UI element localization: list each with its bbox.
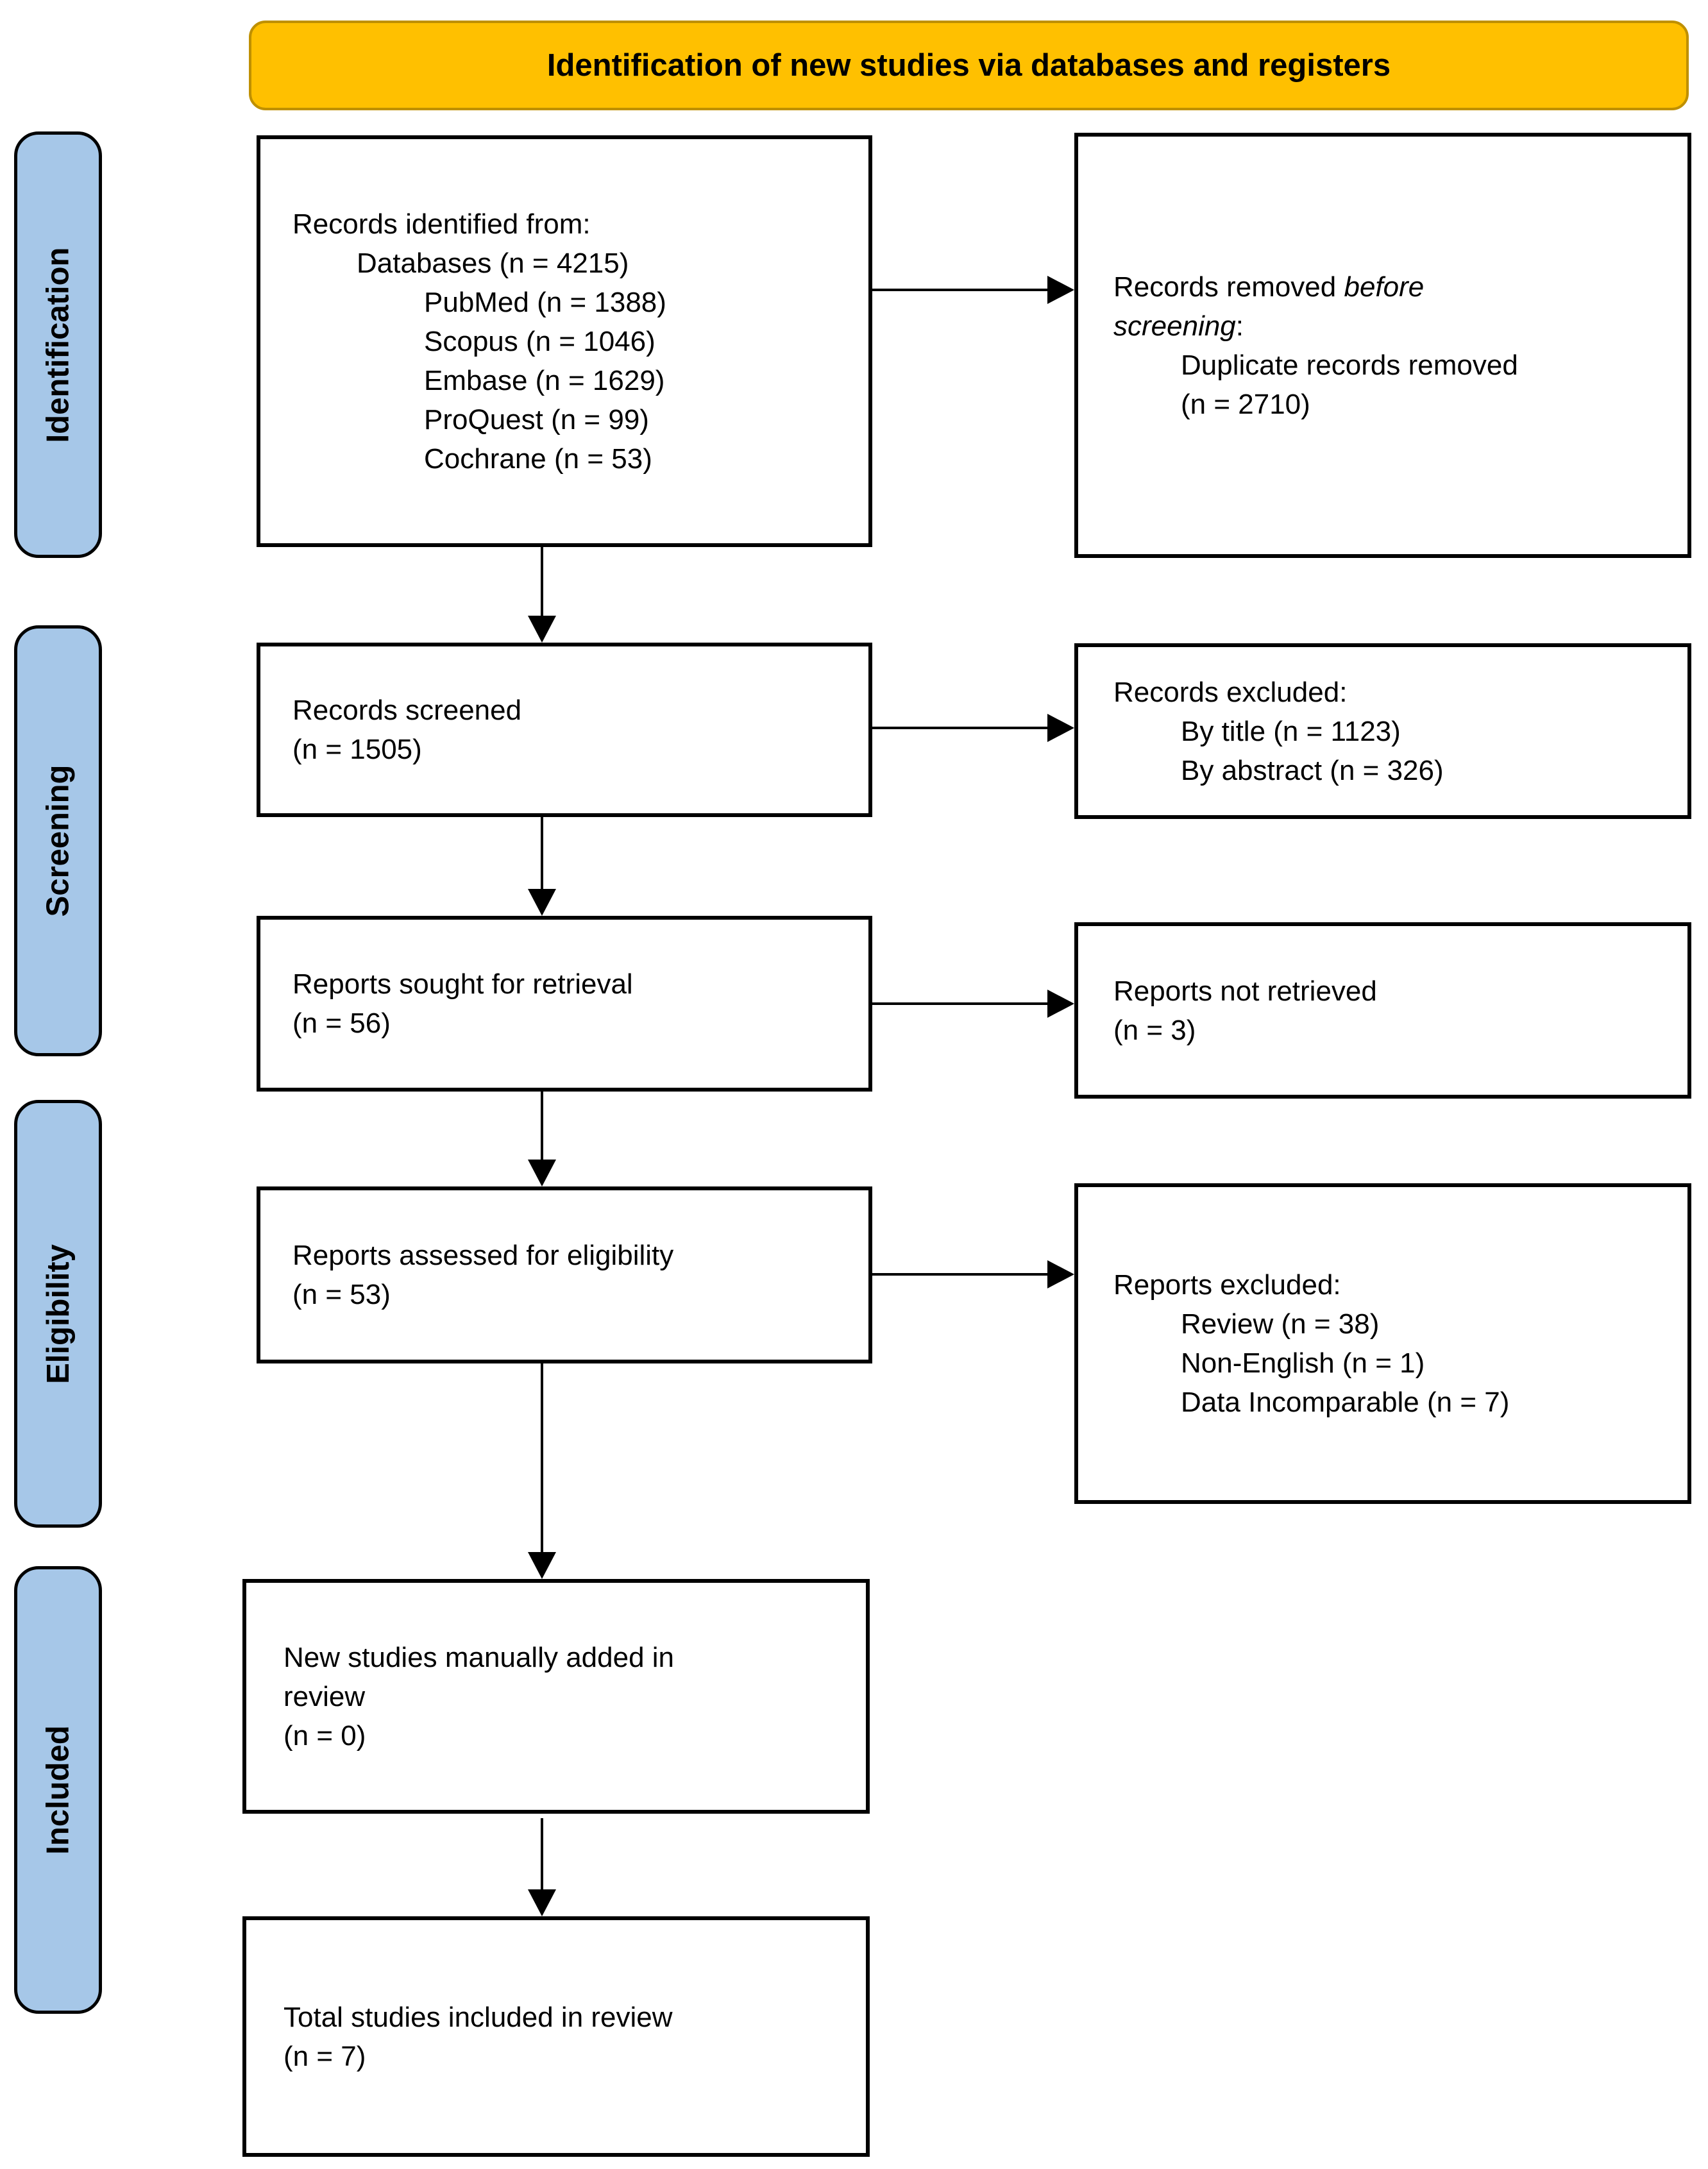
text-line: Non-English (n = 1): [1181, 1347, 1425, 1379]
text-line: Scopus (n = 1046): [424, 325, 655, 357]
text-line: Reports assessed for eligibility: [292, 1240, 674, 1271]
arrow-head-down-icon: [528, 616, 556, 643]
text-line: Review (n = 38): [1181, 1308, 1380, 1340]
flow-box-records-excluded: Records excluded: By title (n = 1123) By…: [1074, 643, 1691, 819]
arrow-line: [872, 289, 1051, 291]
flow-box-reports-excluded: Reports excluded: Review (n = 38) Non-En…: [1074, 1183, 1691, 1504]
text-line: review: [283, 1680, 366, 1712]
flow-box-reports-assessed: Reports assessed for eligibility (n = 53…: [257, 1186, 872, 1363]
arrow-head-right-icon: [1047, 990, 1074, 1018]
down-arrow-new-studies-to-total: [528, 1818, 556, 1916]
text-line: By abstract (n = 326): [1181, 754, 1444, 786]
text-line: (n = 3): [1113, 1014, 1196, 1046]
down-arrow-assessed-to-new-studies: [528, 1363, 556, 1579]
text-line: Records removed before: [1113, 267, 1687, 307]
text-line: Cochrane (n = 53): [424, 443, 652, 475]
flow-box-records-identified: Records identified from: Databases (n = …: [257, 135, 872, 547]
right-arrow-screened-to-excluded: [872, 714, 1074, 742]
arrow-line: [872, 1002, 1051, 1005]
right-arrow-identified-to-removed: [872, 276, 1074, 304]
arrow-line: [872, 1273, 1051, 1276]
text-line: PubMed (n = 1388): [424, 286, 666, 318]
flow-box-total-included: Total studies included in review (n = 7): [242, 1916, 870, 2157]
text-segment-italic: screening: [1113, 310, 1236, 342]
stage-identification-label: Identification: [40, 247, 76, 443]
right-arrow-sought-to-not-retrieved: [872, 990, 1074, 1018]
down-arrow-identified-to-screened: [528, 547, 556, 643]
down-arrow-screened-to-sought: [528, 816, 556, 916]
text-line: Reports excluded:: [1113, 1269, 1341, 1301]
text-line: Records identified from:: [292, 208, 591, 240]
right-arrow-assessed-to-excluded: [872, 1260, 1074, 1288]
text-line: ProQuest (n = 99): [424, 403, 649, 435]
arrow-line: [872, 727, 1051, 729]
text-line: Embase (n = 1629): [424, 364, 665, 396]
arrow-head-right-icon: [1047, 276, 1074, 304]
text-segment: :: [1235, 310, 1244, 342]
text-line: (n = 7): [283, 2040, 366, 2072]
text-line: Reports sought for retrieval: [292, 968, 633, 1000]
arrow-head-down-icon: [528, 1160, 556, 1186]
stage-eligibility-label: Eligibility: [40, 1244, 76, 1384]
text-line: (n = 53): [292, 1279, 391, 1310]
stage-screening: Screening: [14, 625, 102, 1056]
text-line: (n = 2710): [1181, 388, 1310, 420]
down-arrow-sought-to-assessed: [528, 1092, 556, 1186]
arrow-line: [541, 816, 543, 893]
arrow-line: [541, 1818, 543, 1893]
text-segment-italic: before: [1344, 271, 1425, 303]
flow-box-reports-not-retrieved: Reports not retrieved (n = 3): [1074, 922, 1691, 1099]
page-title: Identification of new studies via databa…: [546, 48, 1391, 83]
text-line: New studies manually added in: [283, 1641, 675, 1673]
text-line: Reports not retrieved: [1113, 975, 1377, 1007]
arrow-head-down-icon: [528, 889, 556, 916]
arrow-line: [541, 547, 543, 620]
flow-box-new-studies-added: New studies manually added in review (n …: [242, 1579, 870, 1814]
arrow-head-down-icon: [528, 1889, 556, 1916]
text-line: Records screened: [292, 695, 522, 726]
stage-screening-label: Screening: [40, 764, 76, 917]
text-line: Data Incomparable (n = 7): [1181, 1387, 1510, 1418]
arrow-head-right-icon: [1047, 714, 1074, 742]
stage-included: Included: [14, 1566, 102, 2014]
text-line: (n = 1505): [292, 734, 422, 765]
arrow-line: [541, 1363, 543, 1556]
flow-box-reports-sought: Reports sought for retrieval (n = 56): [257, 916, 872, 1092]
arrow-head-right-icon: [1047, 1260, 1074, 1288]
arrow-line: [541, 1092, 543, 1163]
text-line: Records excluded:: [1113, 676, 1348, 708]
text-line: Databases (n = 4215): [357, 247, 629, 279]
flow-box-records-screened: Records screened (n = 1505): [257, 643, 872, 817]
text-line: (n = 0): [283, 1719, 366, 1751]
text-line: screening:: [1113, 307, 1687, 346]
flow-box-records-removed: Records removed before screening: Duplic…: [1074, 133, 1691, 558]
header-banner: Identification of new studies via databa…: [249, 21, 1689, 110]
text-line: Total studies included in review: [283, 2001, 673, 2033]
stage-included-label: Included: [40, 1725, 76, 1855]
arrow-head-down-icon: [528, 1552, 556, 1579]
stage-eligibility: Eligibility: [14, 1100, 102, 1528]
text-segment: Records removed: [1113, 271, 1344, 303]
text-line: By title (n = 1123): [1181, 715, 1401, 747]
text-line: Duplicate records removed: [1181, 349, 1518, 381]
stage-identification: Identification: [14, 131, 102, 558]
text-line: (n = 56): [292, 1008, 391, 1039]
